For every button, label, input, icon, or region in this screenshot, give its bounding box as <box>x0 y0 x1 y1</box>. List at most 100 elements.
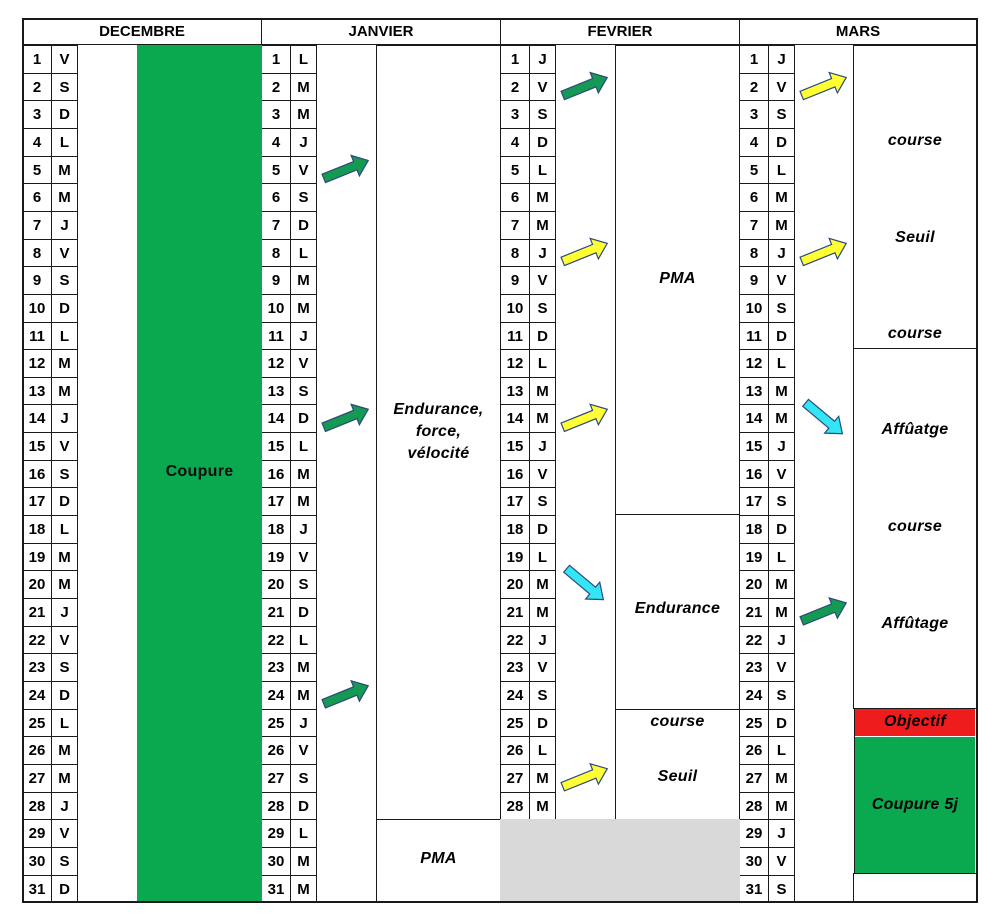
day-number: 31 <box>261 875 291 903</box>
day-spacer <box>794 45 855 74</box>
day-spacer <box>555 432 616 461</box>
day-number: 25 <box>22 709 52 737</box>
day-spacer <box>794 653 855 682</box>
jan-pma-label: PMA <box>420 850 457 867</box>
day-spacer <box>77 819 138 848</box>
day-number: 26 <box>500 736 530 765</box>
day-letter: D <box>290 211 317 240</box>
day-number: 28 <box>739 792 769 820</box>
day-number: 27 <box>739 764 769 793</box>
day-letter: M <box>290 487 317 516</box>
day-letter: M <box>768 377 795 405</box>
day-spacer <box>77 100 138 129</box>
mar-course-label-1: course <box>887 132 943 149</box>
day-number: 15 <box>739 432 769 461</box>
day-spacer <box>77 570 138 599</box>
day-letter: V <box>51 819 78 848</box>
day-spacer <box>77 626 138 654</box>
day-spacer <box>316 598 377 627</box>
mar-course-label-3: course <box>887 518 943 535</box>
day-number: 4 <box>500 128 530 157</box>
mar-affuatge-label: Affûatge <box>881 421 949 438</box>
day-spacer <box>316 128 377 157</box>
mar-coupure-block <box>855 737 975 873</box>
day-number: 14 <box>22 404 52 433</box>
day-spacer <box>794 128 855 157</box>
day-spacer <box>77 377 138 405</box>
day-letter: S <box>529 100 556 129</box>
transition-arrow-icon <box>560 237 609 267</box>
day-number: 20 <box>22 570 52 599</box>
day-spacer <box>794 183 855 212</box>
day-letter: M <box>290 266 317 295</box>
day-letter: S <box>290 764 317 793</box>
day-letter: D <box>51 681 78 710</box>
day-spacer <box>555 626 616 654</box>
day-spacer <box>794 377 855 405</box>
day-spacer <box>316 875 377 903</box>
day-number: 8 <box>261 239 291 267</box>
jan-training-line-3: vélocité <box>407 445 470 462</box>
mar-seuil-label: Seuil <box>895 229 935 246</box>
coupure-block <box>137 45 262 902</box>
day-number: 29 <box>22 819 52 848</box>
day-spacer <box>77 681 138 710</box>
mar-end-block <box>853 873 977 902</box>
day-spacer <box>555 100 616 129</box>
day-letter: V <box>290 349 317 378</box>
day-letter: V <box>51 239 78 267</box>
day-spacer <box>794 736 855 765</box>
feb-course-block <box>615 709 740 820</box>
day-letter: J <box>51 598 78 627</box>
day-spacer <box>794 515 855 544</box>
day-letter: V <box>768 653 795 682</box>
jan-pma-block <box>376 819 501 902</box>
day-number: 12 <box>500 349 530 378</box>
day-spacer <box>77 515 138 544</box>
day-spacer <box>77 128 138 157</box>
mar-seuil-block <box>853 45 977 349</box>
transition-arrow-icon <box>801 398 844 435</box>
day-number: 15 <box>261 432 291 461</box>
day-number: 1 <box>22 45 52 74</box>
day-spacer <box>794 349 855 378</box>
transition-arrow-icon <box>560 762 609 792</box>
coupure-label: Coupure <box>165 463 234 480</box>
day-number: 9 <box>500 266 530 295</box>
transition-arrow-icon <box>321 403 370 433</box>
day-spacer <box>77 211 138 240</box>
day-spacer <box>316 73 377 101</box>
jan-training-line-2: force, <box>415 423 462 440</box>
day-spacer <box>77 432 138 461</box>
day-number: 9 <box>261 266 291 295</box>
day-letter: J <box>768 819 795 848</box>
day-number: 29 <box>739 819 769 848</box>
transition-arrow-icon <box>560 71 609 101</box>
day-number: 8 <box>500 239 530 267</box>
day-number: 8 <box>739 239 769 267</box>
day-spacer <box>316 322 377 350</box>
day-spacer <box>555 156 616 184</box>
day-spacer <box>77 543 138 571</box>
day-spacer <box>316 294 377 323</box>
header-janvier: JANVIER <box>261 18 501 45</box>
day-spacer <box>794 875 855 903</box>
day-number: 12 <box>22 349 52 378</box>
day-spacer <box>316 100 377 129</box>
day-spacer <box>555 598 616 627</box>
transition-arrow-icon <box>321 679 370 709</box>
day-spacer <box>555 128 616 157</box>
day-letter: M <box>529 183 556 212</box>
feb-endurance-block <box>615 514 740 710</box>
day-spacer <box>77 487 138 516</box>
day-letter: M <box>290 875 317 903</box>
day-number: 21 <box>500 598 530 627</box>
day-spacer <box>555 349 616 378</box>
day-spacer <box>316 432 377 461</box>
day-letter: J <box>290 128 317 157</box>
day-spacer <box>794 294 855 323</box>
feb-course-label: course <box>650 713 705 730</box>
feb-pma-block <box>615 45 740 515</box>
day-number: 3 <box>739 100 769 129</box>
day-number: 6 <box>739 183 769 212</box>
